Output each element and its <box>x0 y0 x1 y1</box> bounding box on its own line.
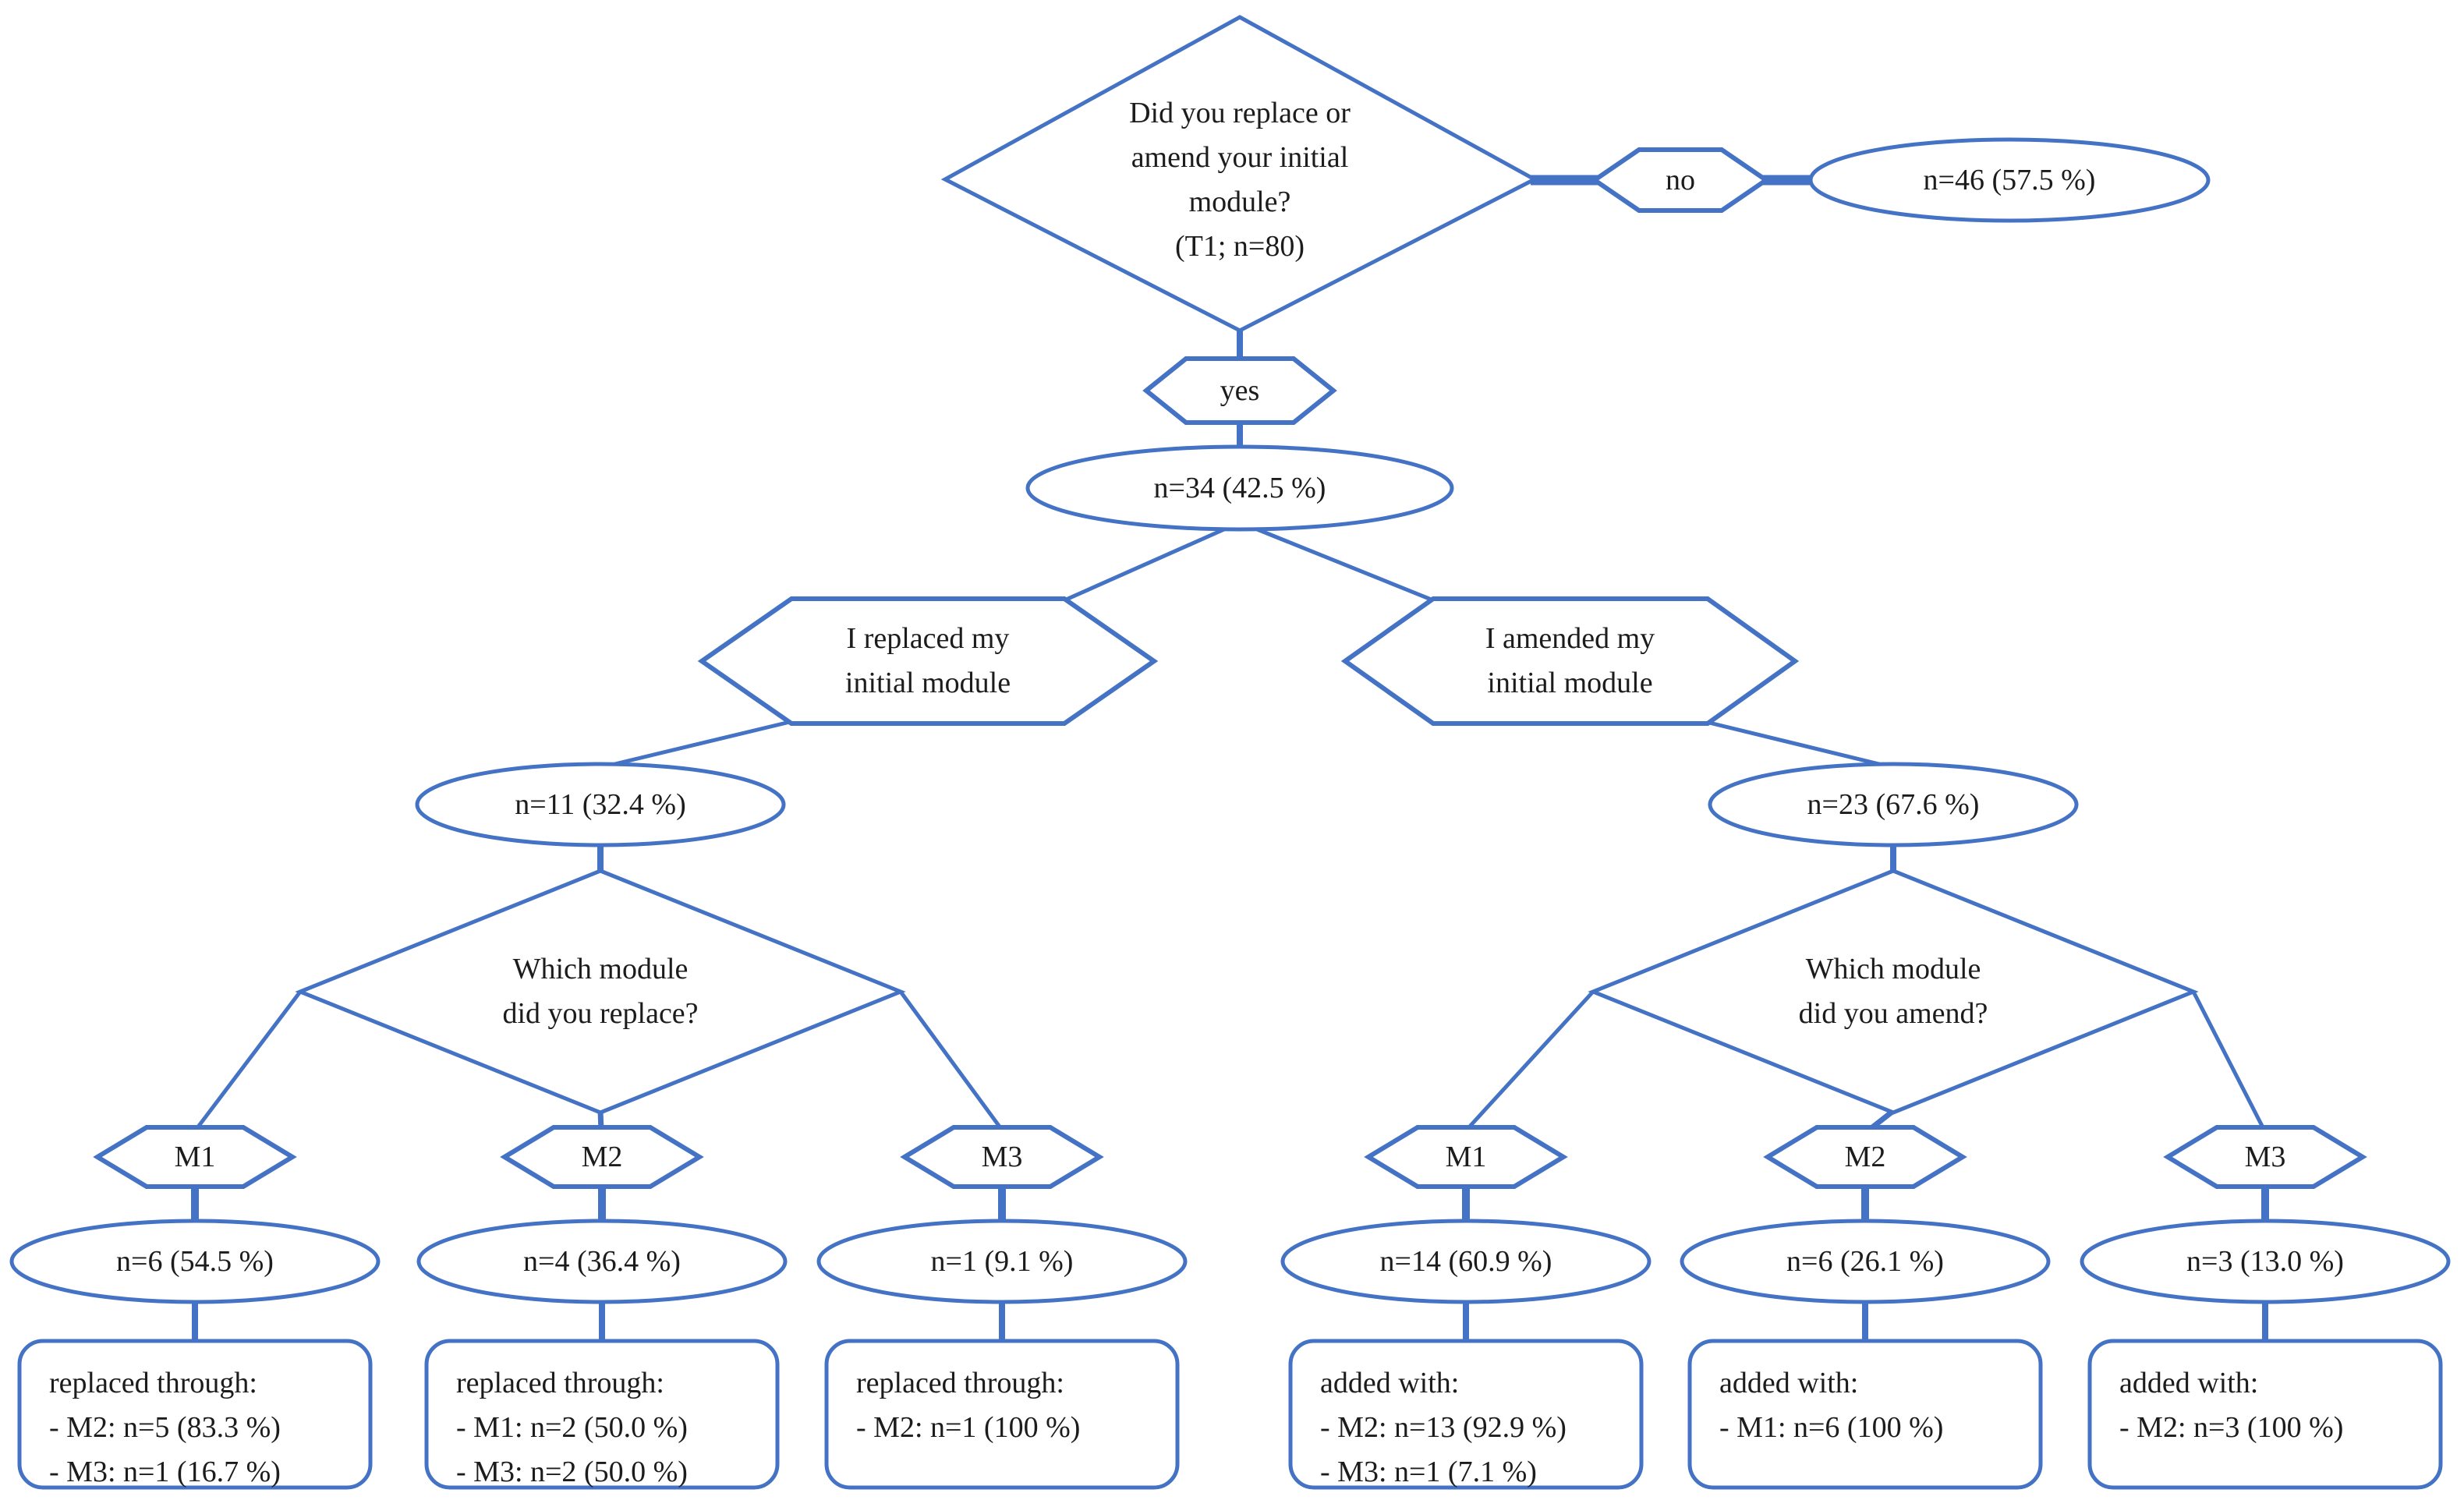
replace-m1-detail-box <box>17 1339 373 1490</box>
edge-count-to-amend <box>1239 520 1434 603</box>
edge-count-to-replace <box>1063 520 1241 603</box>
amend-m3-count-text: n=3 (13.0 %) <box>2186 1244 2344 1278</box>
replace-m2-detail-box <box>424 1339 780 1490</box>
amend-question-text: Which module did you amend? <box>1798 953 1988 1030</box>
replace-m3-label: M3 <box>981 1140 1023 1173</box>
yes-count-ellipse <box>1025 444 1454 532</box>
yes-count-text: n=34 (42.5 %) <box>1153 471 1326 504</box>
no-label: no <box>1666 163 1695 196</box>
edge-replace-question-to-m1 <box>195 990 302 1130</box>
replace-count-ellipse <box>415 762 786 847</box>
replace-m3-detail-box <box>824 1339 1180 1490</box>
replace-m2-count-ellipse <box>416 1219 788 1304</box>
amend-m2-detail-text: added with: - M1: n=6 (100 %) <box>1719 1367 1944 1444</box>
amend-m3-label: M3 <box>2244 1140 2286 1173</box>
amend-m2-label: M2 <box>1844 1140 1886 1173</box>
amend-branch-hexagon <box>1340 596 1800 726</box>
no-count-ellipse <box>1808 137 2211 223</box>
amend-m2-count-ellipse <box>1680 1219 2051 1304</box>
replace-m1-count-text: n=6 (54.5 %) <box>116 1244 274 1278</box>
replace-m2-detail-text: replaced through: - M1: n=2 (50.0 %) - M… <box>456 1367 688 1488</box>
root-question-text: Did you replace or amend your initial mo… <box>1129 97 1351 263</box>
amend-m1-label: M1 <box>1445 1140 1487 1173</box>
amend-count-ellipse <box>1708 762 2079 847</box>
replace-m1-label: M1 <box>174 1140 216 1173</box>
replace-branch-hexagon <box>697 596 1159 726</box>
amend-m1-count-text: n=14 (60.9 %) <box>1379 1244 1552 1278</box>
replace-branch-label: I replaced my initial module <box>844 622 1011 699</box>
replace-m2-label: M2 <box>581 1140 623 1173</box>
replace-question-text: Which module did you replace? <box>502 953 699 1030</box>
yes-label: yes <box>1220 373 1260 407</box>
replace-count-text: n=11 (32.4 %) <box>515 787 686 821</box>
replace-m3-count-ellipse <box>816 1219 1188 1304</box>
replace-m1-detail-text: replaced through: - M2: n=5 (83.3 %) - M… <box>49 1367 281 1488</box>
amend-m3-hexagon <box>2163 1125 2367 1189</box>
amend-m1-hexagon <box>1364 1125 1568 1189</box>
replace-m1-hexagon <box>93 1125 297 1189</box>
no-hexagon <box>1590 147 1771 213</box>
replace-m3-detail-text: replaced through: - M2: n=1 (100 %) <box>856 1367 1081 1444</box>
edge-amend-question-to-m1 <box>1466 990 1595 1130</box>
replace-m2-hexagon <box>500 1125 704 1189</box>
amend-m2-count-text: n=6 (26.1 %) <box>1786 1244 1944 1278</box>
edge-amend-to-count <box>1705 720 1892 769</box>
replace-question-diamond <box>295 869 906 1115</box>
amend-m3-detail-box <box>2087 1339 2443 1490</box>
root-question-diamond <box>940 15 1539 333</box>
edge-replace-to-count <box>601 720 791 769</box>
amend-question-diamond <box>1588 869 2199 1115</box>
amend-m1-detail-box <box>1288 1339 1644 1490</box>
edge-amend-question-to-m3 <box>2191 990 2266 1130</box>
replace-m1-count-ellipse <box>9 1219 381 1304</box>
amend-branch-label: I amended my initial module <box>1485 622 1655 699</box>
yes-hexagon <box>1142 356 1337 425</box>
amend-m3-count-ellipse <box>2080 1219 2451 1304</box>
edge-replace-question-to-m3 <box>898 990 1004 1130</box>
amend-m1-count-ellipse <box>1280 1219 1652 1304</box>
replace-m3-hexagon <box>900 1125 1104 1189</box>
amend-m1-detail-text: added with: - M2: n=13 (92.9 %) - M3: n=… <box>1320 1367 1567 1488</box>
no-count-text: n=46 (57.5 %) <box>1923 163 2096 196</box>
amend-count-text: n=23 (67.6 %) <box>1807 787 1980 821</box>
amend-m2-hexagon <box>1763 1125 1967 1189</box>
replace-m3-count-text: n=1 (9.1 %) <box>930 1244 1074 1278</box>
replace-m2-count-text: n=4 (36.4 %) <box>523 1244 681 1278</box>
amend-m3-detail-text: added with: - M2: n=3 (100 %) <box>2119 1367 2344 1444</box>
amend-m2-detail-box <box>1687 1339 2043 1490</box>
